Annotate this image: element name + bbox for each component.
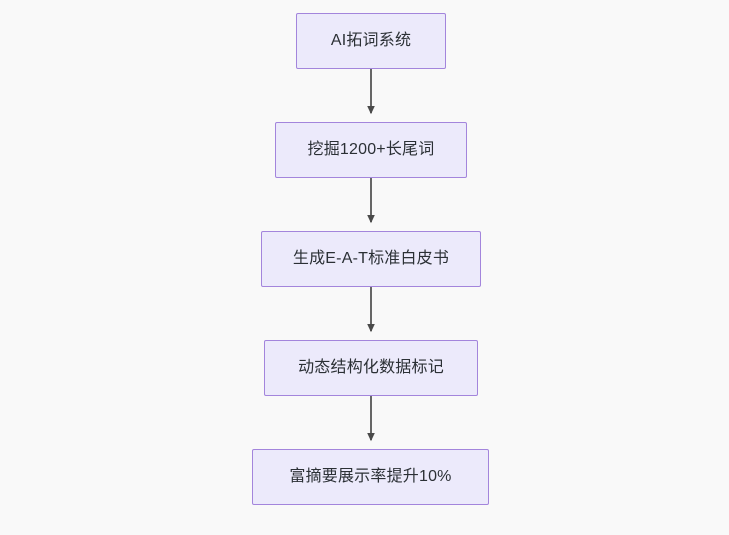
- flowchart-node-rich-snippet-impression-lift[interactable]: 富摘要展示率提升10%: [252, 449, 489, 505]
- node-label: 挖掘1200+长尾词: [307, 141, 435, 158]
- flowchart-node-mine-longtail-keywords[interactable]: 挖掘1200+长尾词: [275, 122, 467, 178]
- node-label: AI拓词系统: [330, 32, 412, 49]
- node-label: 生成E-A-T标准白皮书: [292, 250, 450, 267]
- node-label: 富摘要展示率提升10%: [289, 468, 452, 485]
- flowchart-node-ai-keyword-system[interactable]: AI拓词系统: [296, 13, 446, 69]
- flowchart-node-dynamic-structured-data-markup[interactable]: 动态结构化数据标记: [264, 340, 478, 396]
- flowchart-node-generate-eat-whitepaper[interactable]: 生成E-A-T标准白皮书: [261, 231, 481, 287]
- node-label: 动态结构化数据标记: [298, 359, 444, 376]
